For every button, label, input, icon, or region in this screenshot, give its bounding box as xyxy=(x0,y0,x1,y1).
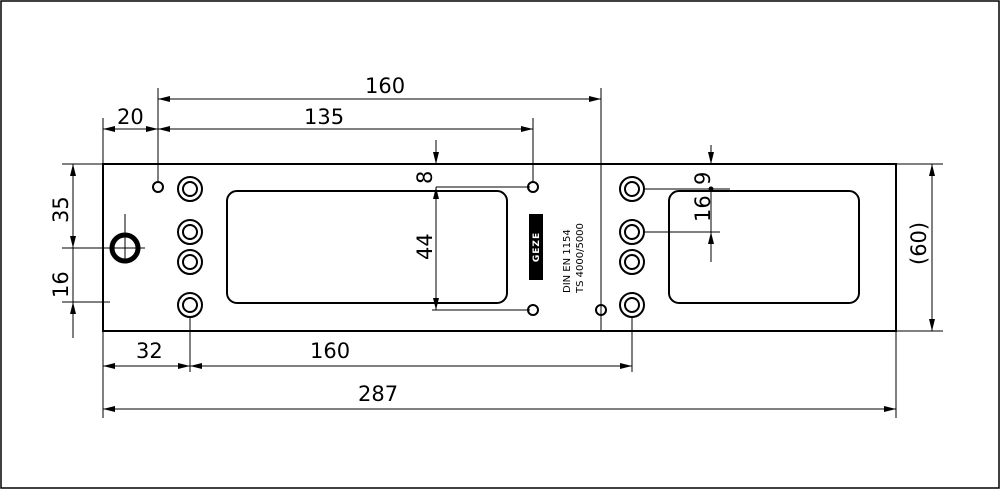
dimension-right-60: (60) xyxy=(896,163,943,332)
svg-text:135: 135 xyxy=(304,105,344,129)
dimension-left-35: 35 xyxy=(49,163,110,249)
dimension-bottom-160: 160 xyxy=(190,318,633,372)
svg-text:20: 20 xyxy=(117,105,144,129)
dimension-right-9: 9 xyxy=(645,145,730,192)
large-hole-left xyxy=(90,214,145,264)
dimension-mid-44: 44 xyxy=(413,187,530,311)
dimension-bottom-287: 287 xyxy=(103,331,897,418)
svg-text:16: 16 xyxy=(691,195,715,222)
countersunk-holes-right xyxy=(619,176,645,318)
dimension-right-16: 16 xyxy=(645,189,720,262)
svg-text:44: 44 xyxy=(413,233,437,260)
dimension-mid-8: 8 xyxy=(413,140,530,188)
logo-text: GEZE xyxy=(532,232,542,262)
dimension-bottom-32: 32 xyxy=(102,318,191,418)
dimension-top-160: 160 xyxy=(157,74,601,182)
svg-text:16: 16 xyxy=(49,271,73,298)
dimension-left-16: 16 xyxy=(49,248,110,338)
svg-text:160: 160 xyxy=(365,74,405,98)
slot-right xyxy=(668,190,860,304)
plate-text-line1: DIN EN 1154 xyxy=(562,229,573,293)
svg-text:32: 32 xyxy=(136,339,163,363)
countersunk-holes-left xyxy=(177,176,203,318)
geze-logo: GEZE xyxy=(529,214,543,280)
dimension-top-20: 20 xyxy=(102,105,158,164)
svg-text:287: 287 xyxy=(358,382,398,406)
dimension-top-135: 135 xyxy=(158,105,534,182)
svg-text:35: 35 xyxy=(49,196,73,223)
svg-text:160: 160 xyxy=(310,339,350,363)
plate-text-line2: TS 4000/5000 xyxy=(575,223,586,294)
mounting-plate xyxy=(102,163,897,332)
svg-text:8: 8 xyxy=(413,171,437,184)
svg-text:(60): (60) xyxy=(907,222,931,265)
svg-text:9: 9 xyxy=(691,172,715,185)
slot-left xyxy=(226,190,508,304)
